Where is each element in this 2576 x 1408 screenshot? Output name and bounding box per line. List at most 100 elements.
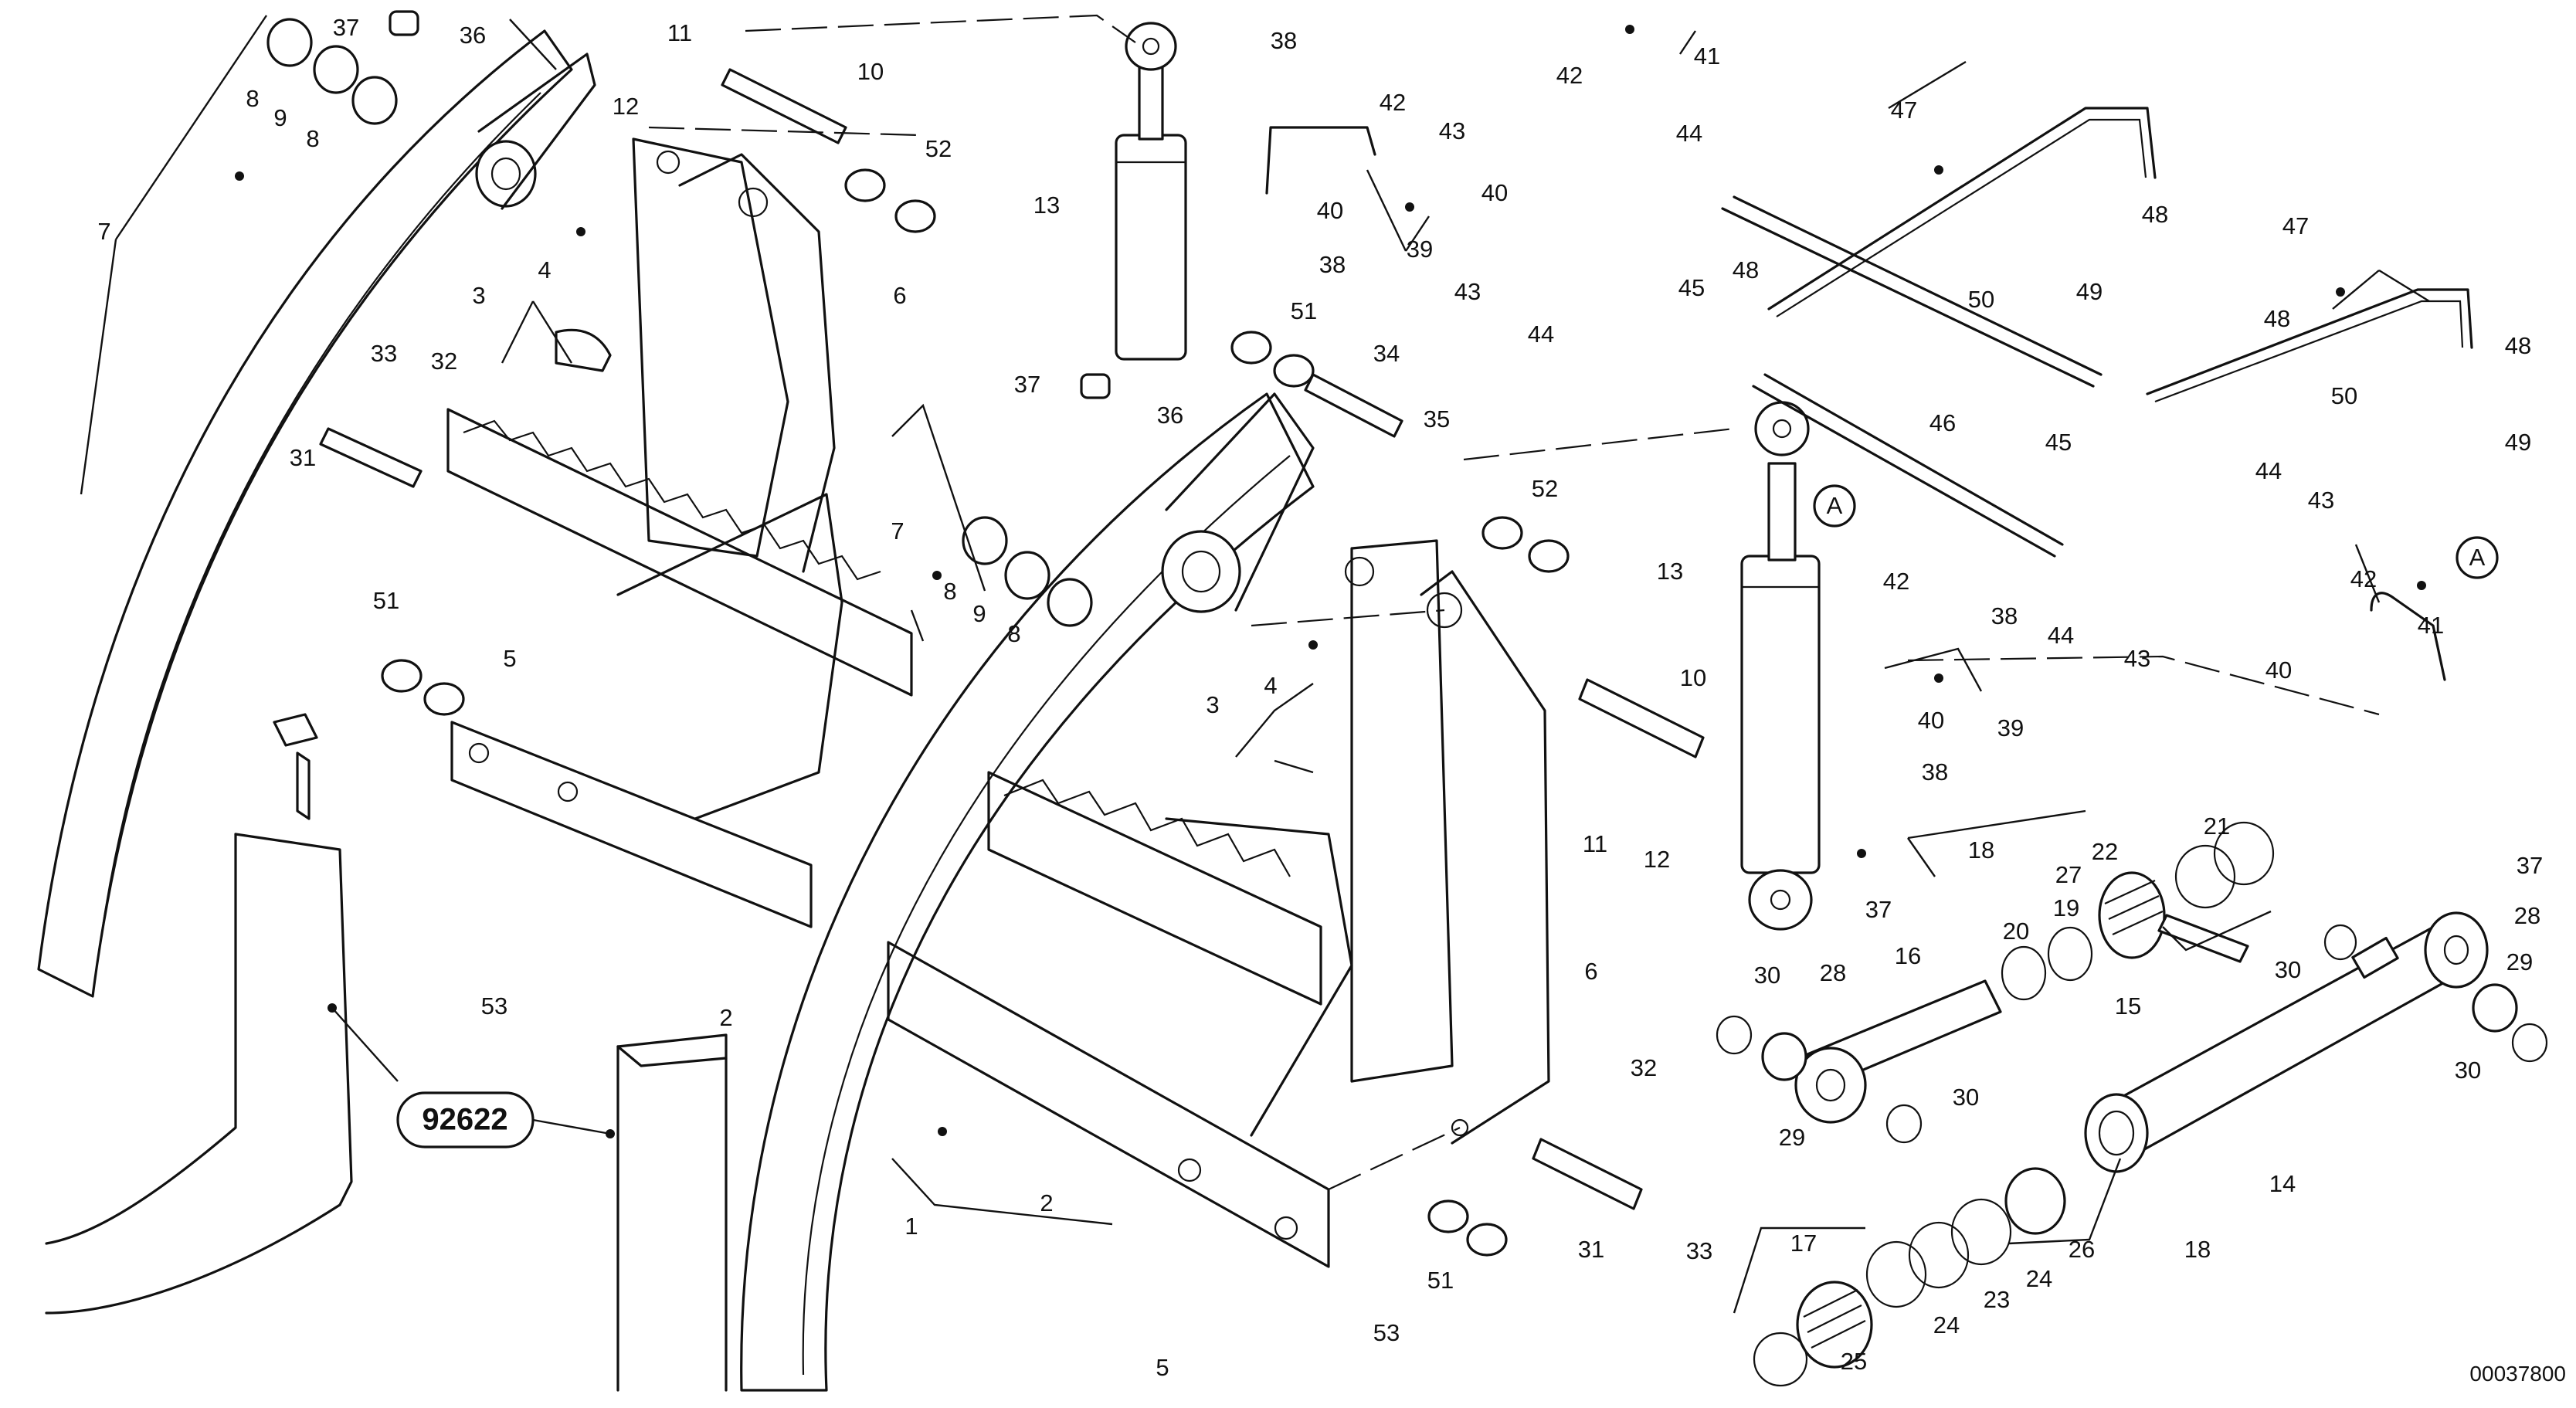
label-part-37: 37 xyxy=(2517,852,2543,879)
label-part-25: 25 xyxy=(1841,1348,1867,1375)
label-part-39: 39 xyxy=(1997,714,2024,741)
label-part-44: 44 xyxy=(2048,622,2074,649)
label-part-3: 3 xyxy=(1206,691,1219,718)
label-part-45: 45 xyxy=(2045,429,2072,456)
label-part-2: 2 xyxy=(719,1004,732,1031)
label-part-43: 43 xyxy=(1454,278,1481,305)
left-crossbar-lower xyxy=(450,493,843,928)
label-part-50: 50 xyxy=(1968,286,1994,313)
label-part-38: 38 xyxy=(1271,27,1297,54)
label-part-16: 16 xyxy=(1895,942,1921,969)
label-part-28: 28 xyxy=(2514,902,2540,929)
label-part-36: 36 xyxy=(1157,402,1183,429)
document-number: 00037800 xyxy=(2469,1362,2566,1386)
label-part-27: 27 xyxy=(2055,861,2082,888)
connection-marker-a-left: A xyxy=(1813,484,1856,528)
label-part-40: 40 xyxy=(2265,657,2292,684)
label-part-9: 9 xyxy=(273,104,287,131)
label-part-30: 30 xyxy=(2275,956,2301,983)
label-part-15: 15 xyxy=(2115,992,2141,1020)
label-part-36: 36 xyxy=(460,22,486,49)
label-part-4: 4 xyxy=(1264,672,1277,699)
center-fork-tine xyxy=(616,1033,728,1392)
label-part-42: 42 xyxy=(1380,89,1406,116)
label-part-42: 42 xyxy=(2350,565,2377,592)
label-part-21: 21 xyxy=(2204,813,2230,840)
label-part-47: 47 xyxy=(2282,212,2309,239)
label-part-2: 2 xyxy=(1040,1189,1053,1216)
piston-15 xyxy=(2098,871,2166,959)
left-fork-tine xyxy=(45,713,353,1315)
location-dots xyxy=(235,25,2426,1138)
label-part-44: 44 xyxy=(2255,457,2282,484)
label-part-10: 10 xyxy=(857,58,884,85)
label-part-14: 14 xyxy=(2269,1170,2296,1197)
label-part-19: 19 xyxy=(2053,894,2079,921)
label-part-31: 31 xyxy=(290,444,316,471)
label-part-24: 24 xyxy=(2026,1265,2052,1292)
label-part-4: 4 xyxy=(538,256,551,283)
label-part-23: 23 xyxy=(1984,1286,2010,1313)
svg-text:A: A xyxy=(1827,492,1843,519)
label-part-37: 37 xyxy=(1865,896,1892,923)
label-part-38: 38 xyxy=(1991,602,2018,629)
left-mounting-bracket xyxy=(555,137,836,573)
hydraulic-hose-lower xyxy=(2146,288,2473,403)
label-part-51: 51 xyxy=(1427,1267,1454,1294)
label-part-22: 22 xyxy=(2092,838,2118,865)
label-part-49: 49 xyxy=(2505,429,2531,456)
right-fork-arm xyxy=(740,392,1315,1392)
label-part-24: 24 xyxy=(1933,1311,1960,1338)
label-part-33: 33 xyxy=(1686,1237,1712,1264)
label-part-12: 12 xyxy=(613,93,639,120)
label-part-17: 17 xyxy=(1790,1230,1817,1257)
leader-lines xyxy=(80,15,2430,1314)
label-part-8: 8 xyxy=(246,85,259,112)
right-crossbar-upper xyxy=(987,771,1322,1006)
label-part-40: 40 xyxy=(1481,179,1508,206)
label-part-9: 9 xyxy=(972,600,986,627)
label-part-41: 41 xyxy=(1694,42,1720,70)
label-part-32: 32 xyxy=(1631,1054,1657,1081)
label-part-40: 40 xyxy=(1918,707,1944,734)
seal-rings xyxy=(1716,821,2548,1387)
label-part-6: 6 xyxy=(893,282,906,309)
dashed-assembly-lines xyxy=(648,14,2380,1190)
label-part-37: 37 xyxy=(1014,371,1040,398)
svg-text:A: A xyxy=(2469,544,2486,571)
label-part-44: 44 xyxy=(1676,120,1702,147)
assembly-reference-badge: 92622 xyxy=(331,1007,611,1148)
label-part-30: 30 xyxy=(2455,1057,2481,1084)
label-part-51: 51 xyxy=(1291,297,1317,324)
label-part-47: 47 xyxy=(1891,97,1917,124)
label-part-48: 48 xyxy=(2142,201,2168,228)
label-part-37: 37 xyxy=(333,14,359,41)
cylinder-head-17 xyxy=(1796,1281,1873,1369)
label-part-8: 8 xyxy=(1007,620,1020,647)
label-part-42: 42 xyxy=(1556,62,1583,89)
part-labels: 1 2 2 3 3 4 4 5 5 6 6 7 7 8 8 8 8 9 9 10… xyxy=(97,14,2543,1381)
label-part-52: 52 xyxy=(925,135,952,162)
label-part-12: 12 xyxy=(1644,846,1670,873)
label-part-1: 1 xyxy=(904,1213,918,1240)
label-part-38: 38 xyxy=(1922,758,1948,785)
label-part-13: 13 xyxy=(1657,558,1683,585)
label-part-48: 48 xyxy=(2505,332,2531,359)
label-part-40: 40 xyxy=(1317,197,1343,224)
label-part-31: 31 xyxy=(1578,1236,1604,1263)
label-part-43: 43 xyxy=(2308,487,2334,514)
label-part-5: 5 xyxy=(1156,1354,1169,1381)
assembly-reference-number: 92622 xyxy=(422,1103,507,1137)
left-crossbar-upper xyxy=(446,408,913,697)
label-part-29: 29 xyxy=(1779,1124,1805,1151)
hydraulic-cylinder-lower xyxy=(1740,401,1821,931)
label-part-8: 8 xyxy=(306,125,319,152)
label-part-10: 10 xyxy=(1680,664,1706,691)
label-part-13: 13 xyxy=(1033,192,1060,219)
hydraulic-cylinder-upper xyxy=(1115,22,1187,361)
label-part-53: 53 xyxy=(481,992,507,1020)
label-part-51: 51 xyxy=(373,587,399,614)
label-part-34: 34 xyxy=(1373,340,1400,367)
label-part-39: 39 xyxy=(1407,236,1433,263)
label-part-28: 28 xyxy=(1820,959,1846,986)
